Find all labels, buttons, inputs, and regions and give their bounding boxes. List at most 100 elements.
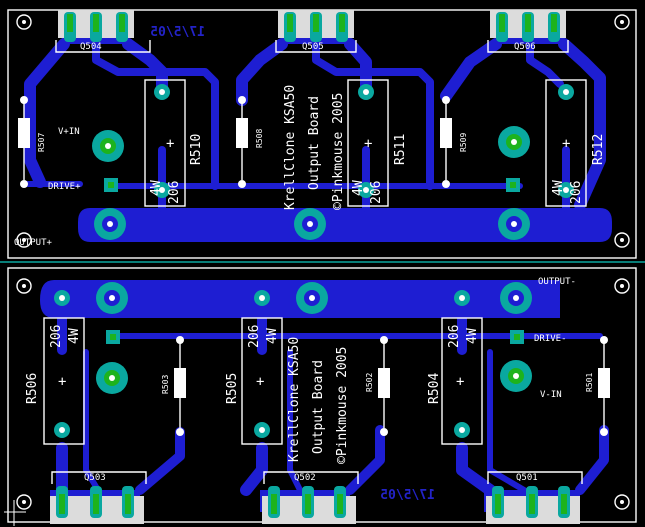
top-transistor-q504 xyxy=(58,10,134,42)
top-r507-label: R507 xyxy=(37,133,46,152)
top-r510-label: R510 xyxy=(189,134,204,165)
bottom-r504-label: R504 xyxy=(427,373,442,404)
top-title-line-2: Output Board xyxy=(307,96,322,190)
bottom-transistor-q502 xyxy=(262,486,356,524)
top-output-pad-3 xyxy=(498,208,530,240)
bottom-r505-label: R505 xyxy=(225,373,240,404)
top-resistor-r512: + xyxy=(545,79,587,207)
svg-text:+: + xyxy=(256,374,264,390)
bottom-q502-outline xyxy=(263,471,359,484)
bottom-q502-label: Q502 xyxy=(294,473,316,483)
top-q504-outline xyxy=(55,40,151,53)
top-resistor-r509 xyxy=(440,96,452,188)
top-r512-label: R512 xyxy=(591,134,606,165)
bottom-vin-label: V-IN xyxy=(540,390,562,400)
top-trace-7 xyxy=(92,24,219,190)
top-trace-6 xyxy=(558,38,606,211)
bottom-trace-5 xyxy=(345,425,385,495)
bottom-resistor-r502 xyxy=(378,336,390,436)
bottom-resistor-r503 xyxy=(174,336,186,436)
top-vin-pad xyxy=(92,130,124,162)
top-resistor-r511: + xyxy=(347,79,389,207)
bottom-pad-4 xyxy=(96,362,128,394)
top-transistor-q506 xyxy=(490,10,566,42)
svg-text:+: + xyxy=(562,136,570,152)
bottom-q501-outline xyxy=(487,471,583,484)
bottom-q503-label: Q503 xyxy=(84,473,106,483)
top-output-pour xyxy=(78,208,612,242)
bottom-r501-label: R501 xyxy=(585,373,594,392)
bottom-r504-code: 206 xyxy=(447,325,462,348)
top-output-pad-2 xyxy=(294,208,326,240)
top-r511-code: 206 xyxy=(369,181,384,204)
bottom-trace-6 xyxy=(575,425,609,495)
top-mounting-holes xyxy=(16,14,630,248)
top-resistor-r507 xyxy=(18,96,30,188)
bottom-resistor-r501 xyxy=(598,336,610,436)
top-q504-label: Q504 xyxy=(80,42,102,52)
bottom-r505-value: 4W xyxy=(265,328,280,344)
bottom-r506-label: R506 xyxy=(25,373,40,404)
top-transistor-q505 xyxy=(278,10,354,42)
top-q506-label: Q506 xyxy=(514,42,536,52)
bottom-r504-value: 4W xyxy=(465,328,480,344)
top-output-label: OUTPUT+ xyxy=(14,238,53,248)
top-vin-label: V+IN xyxy=(58,127,80,137)
bottom-resistor-r506: + xyxy=(43,290,85,445)
top-resistor-r508 xyxy=(236,96,248,188)
svg-text:+: + xyxy=(58,374,66,390)
top-r510-code: 206 xyxy=(167,181,182,204)
bottom-r506-code: 206 xyxy=(49,325,64,348)
top-title-line-1: KrellClone KSA50 xyxy=(283,85,298,210)
top-r512-code: 206 xyxy=(569,181,584,204)
bottom-output-label: OUTPUT- xyxy=(538,277,576,287)
top-r512-value: 4W xyxy=(551,180,566,196)
bottom-trace-2 xyxy=(240,442,268,496)
bottom-transistor-q501 xyxy=(486,486,580,524)
bottom-q503-outline xyxy=(51,471,147,484)
origin-cross xyxy=(4,500,26,526)
bottom-r506-value: 4W xyxy=(67,328,82,344)
top-r511-value: 4W xyxy=(351,180,366,196)
bottom-r503-label: R503 xyxy=(161,375,170,394)
bottom-resistor-r505: + xyxy=(241,290,283,445)
svg-text:+: + xyxy=(166,136,174,152)
bottom-title-line-2: Output Board xyxy=(311,360,326,454)
bottom-transistor-q503 xyxy=(50,486,144,524)
top-resistor-r510: + xyxy=(144,79,186,207)
bottom-drive-pads xyxy=(106,330,524,344)
top-copper-date: 17/5/05 xyxy=(150,25,205,40)
top-output-pad-1 xyxy=(94,208,126,240)
bottom-vin-pad xyxy=(500,360,532,392)
bottom-q501-label: Q501 xyxy=(516,473,538,483)
bottom-title-line-3: ©Pinkmouse 2005 xyxy=(335,347,350,464)
bottom-trace-4 xyxy=(135,427,185,495)
svg-text:+: + xyxy=(364,136,372,152)
bottom-r502-label: R502 xyxy=(365,373,374,392)
top-trace-8 xyxy=(312,24,434,190)
top-title-line-3: ©Pinkmouse 2005 xyxy=(331,93,346,210)
top-q505-label: Q505 xyxy=(302,42,324,52)
top-trace-9 xyxy=(526,24,564,88)
bottom-title-line-1: KrellClone KSA50 xyxy=(287,337,302,462)
top-pad-2 xyxy=(498,126,530,158)
bottom-trace-7 xyxy=(83,349,101,493)
top-r511-label: R511 xyxy=(393,134,408,165)
top-drive-pads xyxy=(104,178,520,192)
bottom-copper-date: 17/5/05 xyxy=(380,488,435,503)
top-q505-outline xyxy=(275,40,357,53)
bottom-trace-3 xyxy=(456,442,496,496)
top-drive-label: DRIVE+ xyxy=(48,182,81,192)
top-q506-outline xyxy=(487,40,569,53)
bottom-r505-code: 206 xyxy=(247,325,262,348)
bottom-output-pad-2 xyxy=(296,282,328,314)
top-r509-label: R509 xyxy=(459,133,468,152)
bottom-drive-label: DRIVE- xyxy=(534,334,567,344)
top-trace-3 xyxy=(236,38,288,106)
svg-text:+: + xyxy=(456,374,464,390)
top-r508-label: R508 xyxy=(255,129,264,148)
bottom-resistor-r504: + xyxy=(441,290,483,445)
bottom-output-pad-1 xyxy=(96,282,128,314)
